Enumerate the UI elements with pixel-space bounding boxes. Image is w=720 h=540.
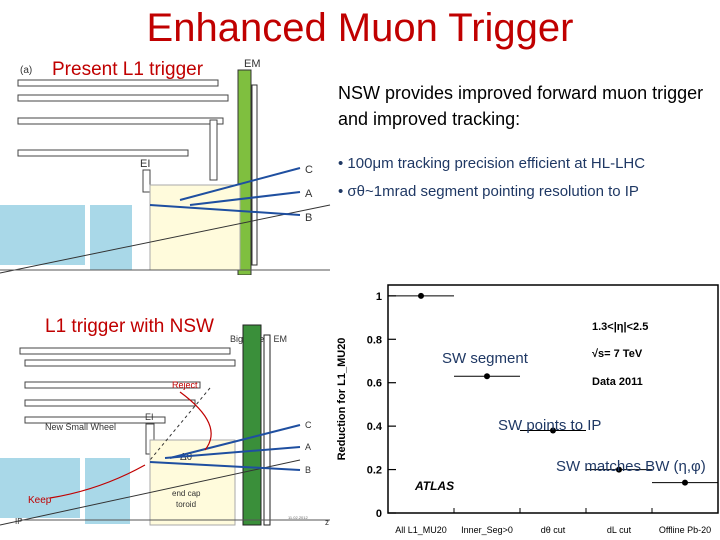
y-tick-label: 0.6 bbox=[367, 378, 382, 390]
big-wheel-inner bbox=[263, 334, 271, 526]
slide-title: Enhanced Muon Trigger bbox=[146, 6, 574, 50]
track-c bbox=[179, 167, 301, 201]
toroid-label: toroid bbox=[176, 500, 196, 509]
reject-label: Reject bbox=[172, 380, 198, 390]
label-b: B bbox=[305, 212, 312, 224]
y-axis-label: Reduction for L1_MU20 bbox=[336, 338, 348, 461]
tiny-note: 11.02.2012 bbox=[288, 515, 308, 520]
x-tick-label: Inner_Seg>0 bbox=[461, 525, 513, 535]
ei-chamber bbox=[142, 169, 151, 193]
nsw-dash-line bbox=[149, 387, 211, 461]
nsw-ip-line bbox=[0, 459, 301, 526]
nsw-track-a bbox=[164, 446, 301, 459]
chamber-bar-3 bbox=[17, 117, 224, 125]
nsw-toroid-1 bbox=[0, 458, 80, 518]
nsw-bar-1 bbox=[19, 347, 231, 355]
label-a-bottom: A bbox=[305, 442, 311, 452]
bullet-list: • 100μm tracking precision efficient at … bbox=[338, 150, 720, 206]
dtheta-label: Δθ bbox=[180, 452, 193, 463]
track-line-ip bbox=[0, 204, 331, 274]
toroid-block-2 bbox=[90, 205, 132, 270]
chamber-bar-2 bbox=[17, 94, 229, 102]
track-b bbox=[149, 204, 301, 216]
label-a: A bbox=[305, 188, 313, 200]
endcap-label: end cap bbox=[172, 489, 201, 498]
ei-label: EI bbox=[140, 158, 150, 170]
chamber-bar-4 bbox=[17, 149, 189, 157]
annotation-eta: 1.3<|η|<2.5 bbox=[592, 321, 648, 333]
nsw-bar-5 bbox=[24, 416, 166, 424]
keep-arrow bbox=[49, 464, 146, 499]
em-chamber-inner bbox=[251, 84, 258, 266]
bullet-resolution: • σθ~1mrad segment pointing resolution t… bbox=[338, 183, 639, 200]
x-tick-label: Offline Pb-20 bbox=[659, 525, 711, 535]
nsw-bar-4 bbox=[24, 399, 196, 407]
nsw-track-b bbox=[149, 461, 301, 471]
atlas-label: ATLAS bbox=[414, 479, 454, 493]
intro-text: NSW provides improved forward muon trigg… bbox=[338, 83, 704, 129]
toroid-block-1 bbox=[0, 205, 85, 265]
data-point bbox=[418, 292, 424, 299]
ip-label: IP bbox=[15, 517, 23, 526]
data-point bbox=[550, 427, 556, 434]
nsw-toroid-2 bbox=[85, 458, 130, 524]
nsw-track-c bbox=[169, 424, 301, 459]
panel-tag: (a) bbox=[20, 65, 32, 76]
annotation-data: Data 2011 bbox=[592, 376, 643, 388]
nsw-trigger-heading: L1 trigger with NSW bbox=[45, 316, 214, 337]
label-b-bottom: B bbox=[305, 465, 311, 475]
label-sw-points: SW points to IP bbox=[498, 417, 601, 434]
x-tick-label: dθ cut bbox=[541, 525, 566, 535]
em-label: EM bbox=[244, 58, 261, 70]
label-sw-matches: SW matches BW (η,φ) bbox=[556, 458, 706, 475]
y-tick-label: 0.8 bbox=[367, 334, 382, 346]
x-tick-label: All L1_MU20 bbox=[395, 525, 447, 535]
ei-label-bottom: EI bbox=[145, 412, 154, 422]
y-tick-label: 0 bbox=[376, 508, 382, 520]
data-point bbox=[682, 479, 688, 486]
present-trigger-heading: Present L1 trigger bbox=[52, 59, 204, 80]
y-tick-label: 0.2 bbox=[367, 465, 382, 477]
nsw-trigger-diagram: L1 trigger with NSW Big Wheel EM Reject … bbox=[0, 316, 330, 527]
label-sw-segment: SW segment bbox=[442, 350, 529, 367]
keep-label: Keep bbox=[28, 495, 52, 506]
annotation-energy: √s= 7 TeV bbox=[592, 348, 643, 360]
x-tick-label: dL cut bbox=[607, 525, 632, 535]
label-c: C bbox=[305, 164, 313, 176]
big-wheel-chamber bbox=[242, 324, 262, 526]
endcap-region bbox=[149, 184, 241, 271]
y-tick-label: 0.4 bbox=[367, 421, 383, 433]
nsw-bar-3 bbox=[24, 381, 201, 389]
plot-frame bbox=[387, 284, 719, 514]
track-a bbox=[189, 191, 301, 206]
y-tick-label: 1 bbox=[376, 291, 382, 303]
chamber-bar-5 bbox=[209, 119, 218, 181]
reject-arrow bbox=[179, 391, 212, 451]
present-trigger-diagram: (a) Present L1 trigger EM EI C A B bbox=[0, 58, 331, 275]
nsw-bar-2 bbox=[24, 359, 236, 367]
chamber-bar-1 bbox=[17, 79, 219, 87]
label-c-bottom: C bbox=[305, 420, 312, 430]
new-small-wheel-label: New Small Wheel bbox=[45, 422, 116, 432]
bullet-tracking: • 100μm tracking precision efficient at … bbox=[338, 155, 646, 172]
z-label: z bbox=[325, 518, 329, 527]
data-point bbox=[484, 373, 490, 380]
data-point bbox=[616, 466, 622, 473]
